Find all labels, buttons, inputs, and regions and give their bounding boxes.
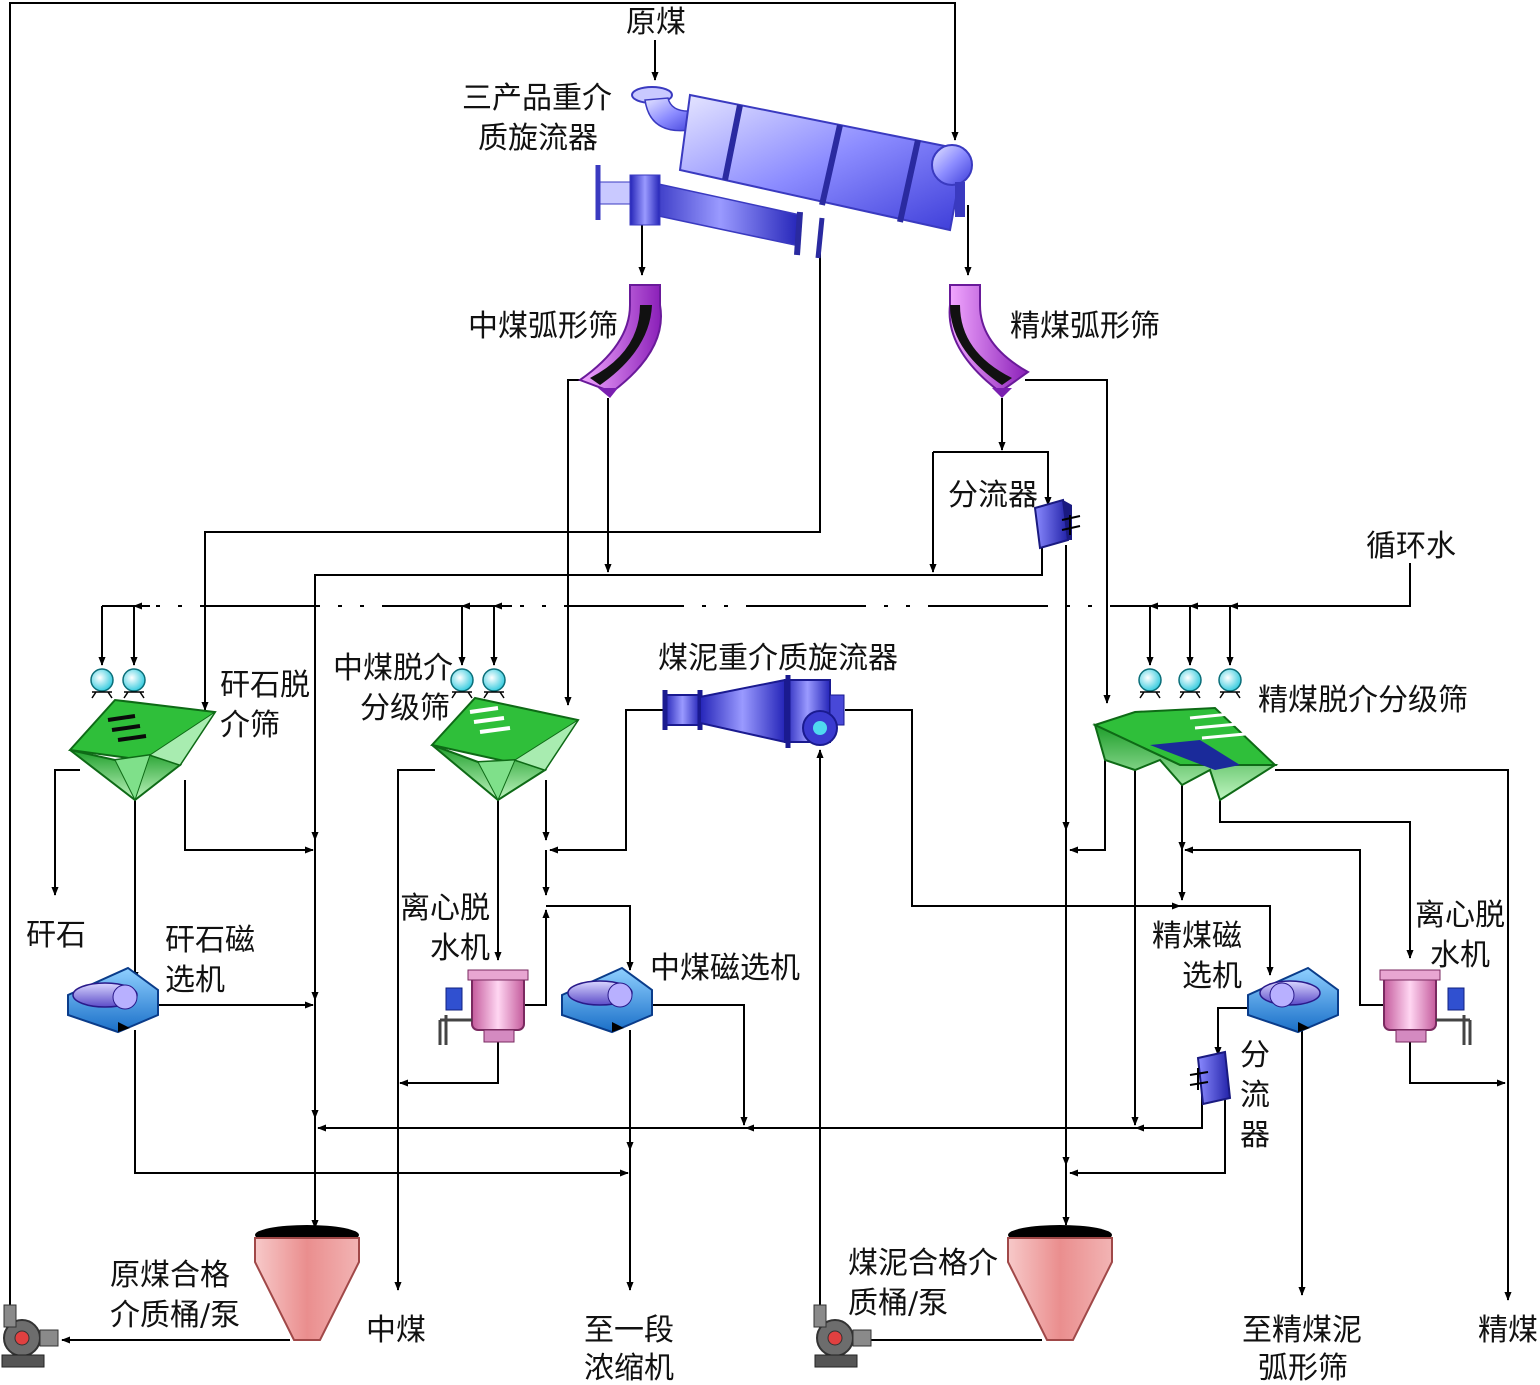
middling-magnetic-separator [561,966,653,1034]
gangue-magnetic-separator [67,966,159,1034]
label-slime-cyclone: 煤泥重介质旋流器 [658,641,898,676]
spray-nozzle [1138,668,1162,699]
label-thickener-1: 至一段 [584,1313,674,1348]
spray-nozzle [1218,668,1242,699]
spray-nozzle [450,668,474,699]
label-gangue-screen-1: 矸石脱 [220,668,310,703]
label-raw-medium-1: 原煤合格 [110,1258,230,1293]
label-centrifuge-right-2: 水机 [1430,938,1490,973]
gangue-screen [67,698,217,802]
label-clean-product: 精煤 [1478,1313,1538,1348]
middling-sieve-bend [577,284,662,398]
label-circulating-water: 循环水 [1366,529,1456,564]
label-splitter-bottom-1: 分 [1240,1038,1270,1073]
label-clean-sieve-bend: 精煤弧形筛 [1010,309,1160,344]
label-splitter-top: 分流器 [948,478,1038,513]
slime-cyclone [662,675,845,748]
label-middling-screen-1: 中煤脱介 [333,651,453,686]
label-centrifuge-right-1: 离心脱 [1415,898,1505,933]
splitter-bottom [1189,1050,1232,1106]
label-gangue-mag-2: 选机 [165,963,225,998]
labels: 原煤 三产品重介 质旋流器 中煤弧形筛 精煤弧形筛 分流器 循环水 矸石脱 介筛… [26,5,1538,1385]
label-middling-product: 中煤 [366,1313,426,1348]
label-clean-screen: 精煤脱介分级筛 [1258,683,1468,718]
clean-sieve-bend [948,284,1030,398]
clean-magnetic-separator [1247,966,1339,1034]
label-thickener-2: 浓缩机 [584,1351,674,1385]
label-raw-medium-2: 介质桶/泵 [110,1298,240,1333]
label-middling-mag: 中煤磁选机 [650,951,800,986]
label-splitter-bottom-2: 流 [1240,1078,1270,1113]
label-gangue-screen-2: 介筛 [220,708,280,743]
raw-coal-medium-tank [254,1225,360,1341]
label-slime-medium-1: 煤泥合格介 [848,1246,998,1281]
label-cyclone-1: 三产品重介 [462,81,612,116]
label-clean-mag-1: 精煤磁 [1152,919,1242,954]
label-slime-sieve-2: 弧形筛 [1258,1351,1348,1385]
centrifuge-left [438,969,529,1045]
label-middling-sieve-bend: 中煤弧形筛 [468,309,618,344]
spray-nozzle [122,668,146,699]
label-clean-mag-2: 选机 [1182,959,1242,994]
spray-nozzles [90,668,1242,699]
label-cyclone-2: 质旋流器 [478,121,598,156]
label-centrifuge-left-1: 离心脱 [400,891,490,926]
splitter-top [1033,498,1081,550]
label-slime-medium-2: 质桶/泵 [848,1286,948,1321]
middling-screen [430,696,580,802]
centrifuge-right [1379,969,1472,1045]
label-gangue-mag-1: 矸石磁 [165,923,255,958]
slime-medium-pump [813,1304,872,1368]
label-centrifuge-left-2: 水机 [430,931,490,966]
spray-nozzle [482,668,506,699]
label-gangue: 矸石 [26,918,86,953]
label-splitter-bottom-3: 器 [1240,1118,1270,1153]
spray-nozzle [1178,668,1202,699]
three-product-cyclone [595,86,973,259]
slime-medium-tank [1007,1225,1113,1341]
clean-screen [1092,706,1279,802]
spray-nozzle [90,668,114,699]
raw-coal-medium-pump [1,1304,59,1368]
label-raw-coal: 原煤 [626,5,686,40]
label-slime-sieve-1: 至精煤泥 [1242,1313,1362,1348]
label-middling-screen-2: 分级筛 [360,691,450,726]
